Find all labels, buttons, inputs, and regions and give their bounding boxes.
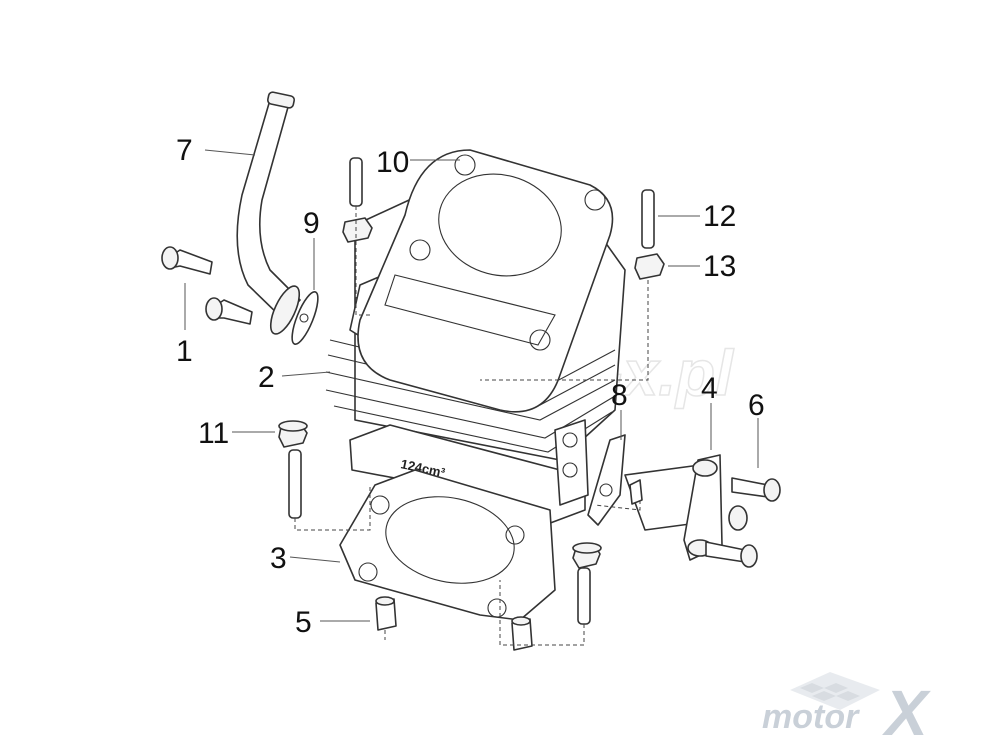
callout-13: 13 bbox=[703, 250, 736, 283]
callout-2: 2 bbox=[258, 361, 275, 394]
callout-8: 8 bbox=[611, 379, 628, 412]
alignment-lines bbox=[294, 206, 649, 646]
logo-x: X bbox=[882, 677, 931, 749]
part-tensioner-bolts bbox=[705, 477, 781, 568]
checkered-flag-icon bbox=[790, 672, 880, 710]
part-bolts-1 bbox=[161, 246, 253, 325]
callout-12: 12 bbox=[703, 200, 736, 233]
callout-9: 9 bbox=[303, 207, 320, 240]
motorx-logo: motor X bbox=[762, 672, 931, 749]
callout-numbers: 7 1 2 3 5 11 9 10 12 13 8 4 6 bbox=[176, 134, 765, 639]
logo-text: motor bbox=[762, 698, 860, 736]
callout-4: 4 bbox=[701, 372, 718, 405]
callout-10: 10 bbox=[376, 146, 409, 179]
part-dowels bbox=[375, 596, 533, 651]
part-chain-tensioner bbox=[624, 454, 748, 561]
callout-6: 6 bbox=[748, 389, 765, 422]
callout-3: 3 bbox=[270, 542, 287, 575]
part-pipe-gasket bbox=[291, 291, 319, 345]
callout-5: 5 bbox=[295, 606, 312, 639]
callout-11: 11 bbox=[198, 417, 229, 450]
callout-1: 1 bbox=[176, 335, 193, 368]
part-nuts bbox=[278, 217, 665, 569]
callout-7: 7 bbox=[176, 134, 193, 167]
part-head-gasket bbox=[357, 149, 614, 413]
leader-lines bbox=[184, 149, 759, 622]
part-tensioner-gasket bbox=[587, 434, 626, 526]
part-pipe bbox=[236, 91, 301, 335]
